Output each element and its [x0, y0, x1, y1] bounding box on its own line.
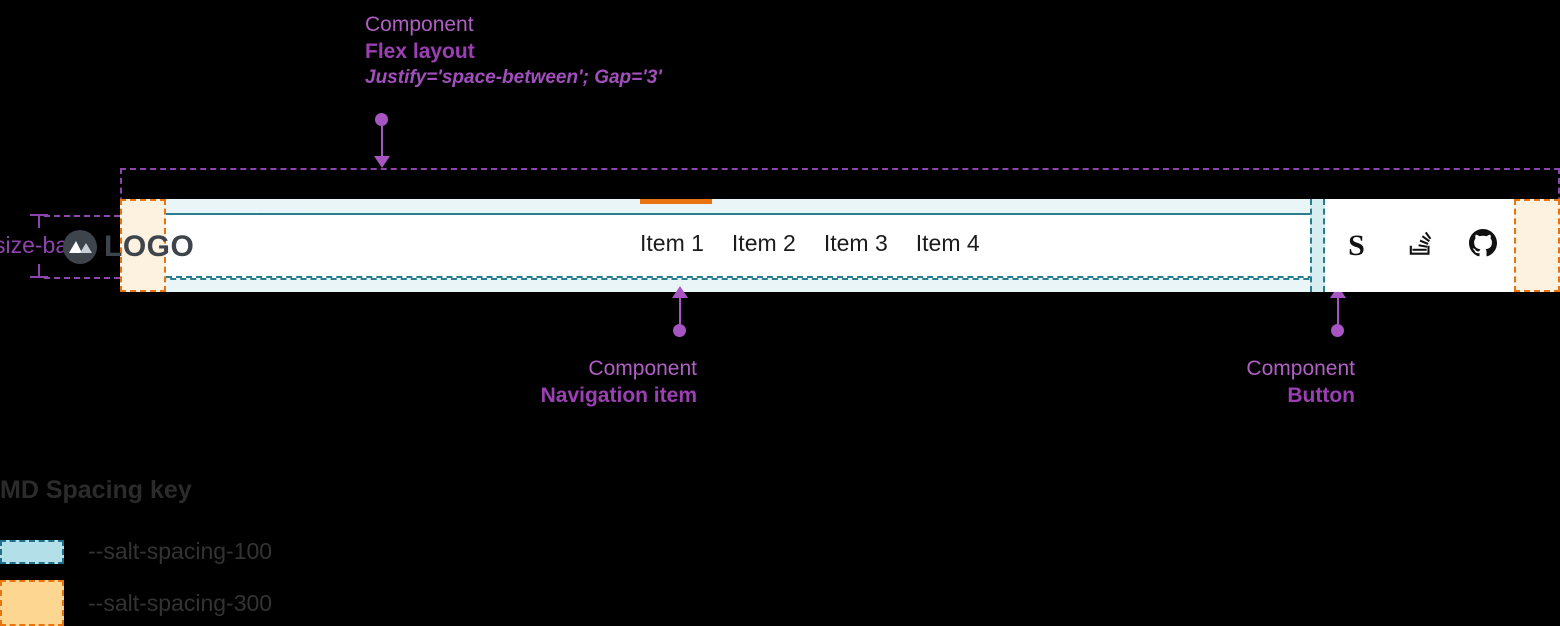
legend-label-spacing-300: --salt-spacing-300 — [88, 589, 273, 616]
navbar-action-buttons: S — [1325, 199, 1514, 292]
stack-overflow-button[interactable] — [1388, 199, 1451, 292]
button-annotation-name: Button — [1287, 383, 1355, 407]
spacing-100-band-1 — [1310, 199, 1325, 292]
nav-item-4-label: Item 4 — [915, 230, 980, 256]
flex-layout-annotation-kind: Component — [365, 13, 474, 36]
nav-item-2-label: Item 2 — [731, 230, 796, 256]
navigation-item-leader-arrow — [672, 286, 688, 298]
logo[interactable]: LOGO — [62, 229, 194, 265]
navigation-item-leader-line — [679, 298, 681, 324]
navigation-item-leader-dot — [673, 324, 686, 337]
navigation-item-annotation-name: Navigation item — [540, 383, 697, 407]
github-button[interactable] — [1451, 199, 1514, 292]
spacing-300-block-left — [120, 199, 166, 292]
legend-swatch-spacing-300 — [0, 580, 64, 626]
flex-layout-annotation-props: Justify='space-between'; Gap='3' — [365, 66, 662, 88]
nav-item-1[interactable]: Item 1 — [640, 199, 718, 257]
navigation-item-annotation: Component Navigation item — [512, 356, 697, 410]
navbar-content-outline — [166, 213, 1514, 278]
nav-item-active-indicator — [640, 199, 712, 204]
github-icon — [1468, 229, 1497, 262]
spacing-100-rule-bottom — [120, 278, 1560, 280]
button-annotation: Component Button — [1222, 356, 1355, 410]
spacing-300-block-right — [1514, 199, 1560, 292]
nav-item-1-label: Item 1 — [640, 230, 704, 256]
salt-button[interactable]: S — [1325, 199, 1388, 292]
flex-layout-leader-dot — [375, 113, 388, 126]
flex-layout-leader-arrow — [374, 156, 390, 168]
flex-layout-annotation: Component Flex layout Justify='space-bet… — [365, 12, 662, 90]
legend-row-spacing-100: --salt-spacing-100 — [0, 538, 272, 565]
button-leader-dot — [1331, 324, 1344, 337]
navigation-items: Item 1 Item 2 Item 3 Item 4 — [640, 199, 994, 257]
size-base-tick-top — [38, 214, 40, 228]
legend-row-spacing-300: --salt-spacing-300 — [0, 580, 272, 626]
size-base-dash-bottom — [44, 277, 120, 279]
logo-text: LOGO — [104, 230, 195, 263]
nav-item-3[interactable]: Item 3 — [810, 230, 902, 257]
navigation-bar — [120, 199, 1560, 292]
flex-layout-leader-line — [381, 124, 383, 156]
stack-overflow-icon — [1406, 229, 1434, 262]
legend-title: MD Spacing key — [0, 476, 192, 504]
salt-s-icon: S — [1348, 228, 1365, 262]
size-base-dimension-marker — [0, 212, 120, 280]
legend-swatch-spacing-100 — [0, 539, 64, 564]
flex-layout-annotation-name: Flex layout — [365, 39, 475, 63]
mountain-logo-icon — [62, 229, 98, 265]
nav-item-3-label: Item 3 — [823, 230, 888, 256]
legend-label-spacing-100: --salt-spacing-100 — [88, 538, 273, 564]
size-base-dash-top — [44, 215, 120, 217]
navigation-item-annotation-kind: Component — [588, 357, 697, 380]
button-leader-line — [1337, 298, 1339, 324]
button-annotation-kind: Component — [1246, 357, 1355, 380]
nav-item-2[interactable]: Item 2 — [718, 230, 810, 257]
nav-item-4[interactable]: Item 4 — [902, 230, 994, 257]
size-base-tick-bottom — [38, 264, 40, 278]
